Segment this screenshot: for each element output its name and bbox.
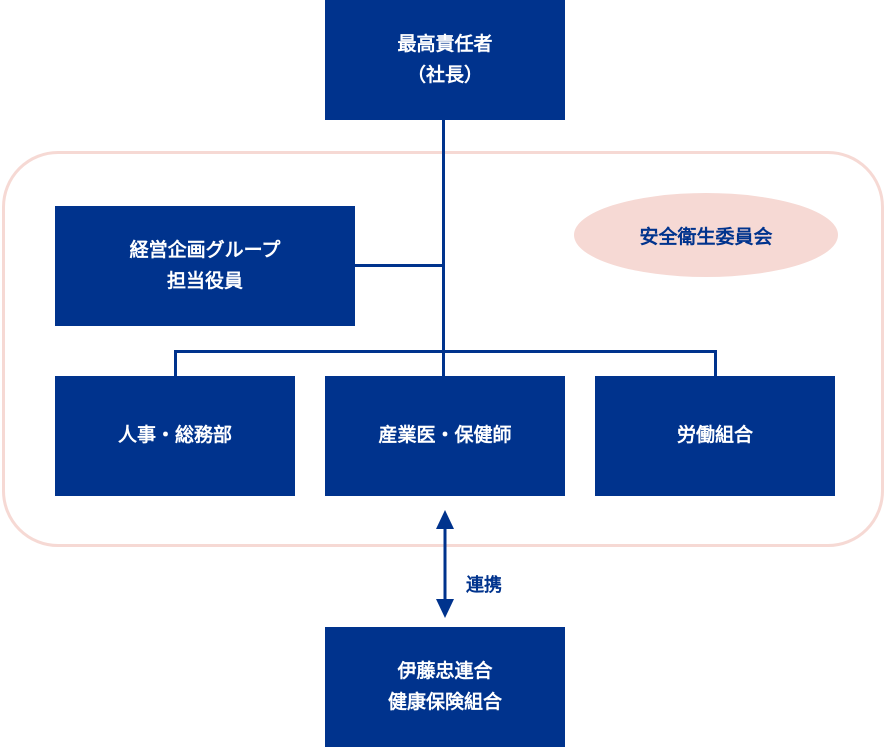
department-box: 人事・総務部 — [55, 376, 295, 496]
department-label: 産業医・保健師 — [378, 424, 512, 447]
top-executive-box: 最高責任者 （社長） — [325, 0, 565, 120]
connector-main-vertical — [442, 120, 445, 377]
committee-label: 安全衛生委員会 — [639, 225, 773, 248]
connector-officer — [354, 264, 444, 267]
double-arrow-icon — [436, 510, 454, 618]
connector-dept-left — [174, 350, 177, 377]
officer-title: 経営企画グループ — [129, 238, 281, 261]
department-box: 労働組合 — [595, 376, 835, 496]
top-executive-title: 最高責任者 — [397, 32, 493, 55]
partner-subtitle: 健康保険組合 — [387, 691, 502, 713]
officer-box: 経営企画グループ 担当役員 — [55, 206, 355, 326]
department-label: 労働組合 — [676, 424, 753, 447]
partner-title: 伊藤忠連合 — [397, 659, 493, 682]
department-label: 人事・総務部 — [117, 424, 232, 447]
connector-dept-horizontal — [174, 350, 717, 353]
committee-badge: 安全衛生委員会 — [574, 193, 838, 277]
department-box: 産業医・保健師 — [325, 376, 565, 496]
connector-dept-right — [714, 350, 717, 377]
partner-box: 伊藤忠連合 健康保険組合 — [325, 627, 565, 747]
officer-subtitle: 担当役員 — [166, 270, 243, 292]
top-executive-subtitle: （社長） — [406, 64, 483, 86]
link-label: 連携 — [466, 575, 502, 596]
